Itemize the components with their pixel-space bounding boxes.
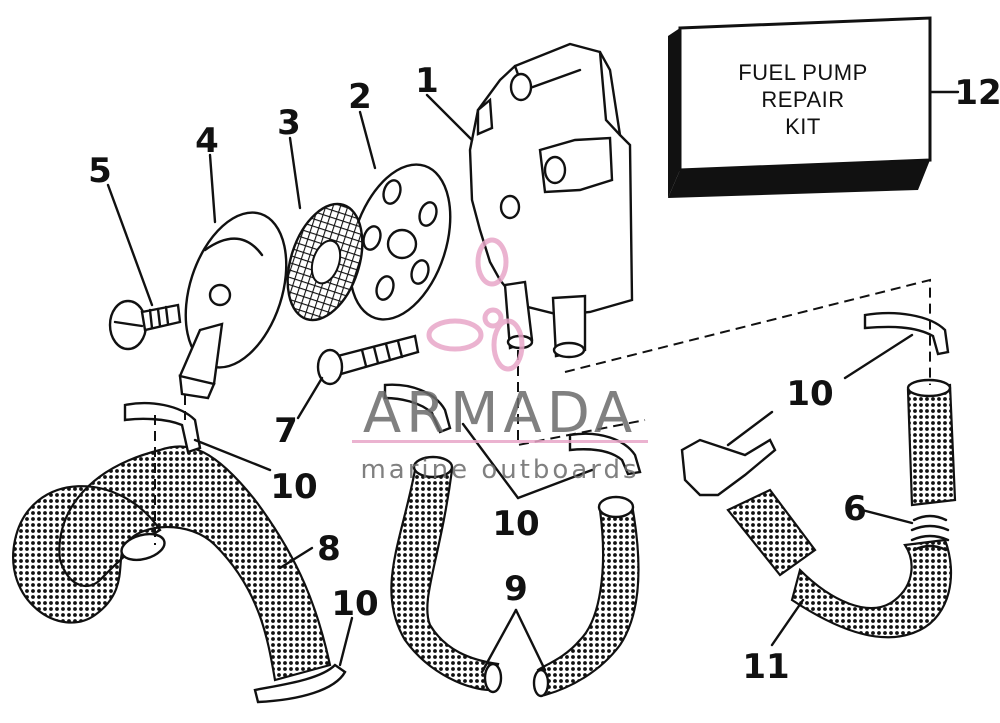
propeller-logo-icon: [426, 237, 525, 372]
part-label-4: 4: [195, 121, 219, 161]
watermark-brand: ARMADA: [363, 381, 637, 446]
kit-label-line3: KIT: [785, 114, 821, 139]
filter-screen: [286, 202, 364, 322]
part-label-11: 11: [742, 647, 789, 687]
part-label-2: 2: [348, 77, 372, 117]
leader-lines: [106, 93, 914, 674]
part-label-10c: 10: [331, 584, 378, 624]
diaphragm-plate: [348, 163, 452, 321]
large-fuel-hose: [12, 445, 332, 682]
part-label-5: 5: [88, 151, 112, 191]
elbow-hose: [726, 488, 953, 639]
filter-cover: [178, 211, 288, 400]
clamp-left: [123, 401, 202, 454]
clamp-bottom: [253, 663, 347, 704]
spring-and-hose: [906, 378, 957, 552]
kit-label-line2: REPAIR: [761, 87, 844, 112]
part-label-1: 1: [415, 61, 439, 101]
kit-label-line1: FUEL PUMP: [738, 60, 868, 85]
screw: [108, 299, 182, 351]
part-label-3: 3: [277, 103, 301, 143]
part-label-6: 6: [843, 489, 867, 529]
pump-body: [468, 42, 634, 359]
part-label-10d: 10: [786, 374, 833, 414]
small-hose-right: [532, 495, 640, 698]
small-hose-left: [390, 455, 503, 694]
part-label-9: 9: [504, 569, 528, 609]
clamp-center-right: [568, 432, 642, 476]
clamp-right-middle: [680, 438, 777, 497]
part-label-8: 8: [317, 529, 341, 569]
repair-kit-box: FUEL PUMP REPAIR KIT: [668, 16, 960, 198]
part-label-7: 7: [274, 411, 298, 451]
armada-watermark: ARMADA marine outboards: [352, 237, 648, 485]
assembly-lines: [154, 278, 931, 545]
clamp-right-upper: [863, 311, 950, 356]
watermark-tagline: marine outboards: [360, 455, 639, 485]
clamp-center-left: [383, 383, 452, 434]
part-label-12: 12: [954, 73, 1000, 113]
part-label-10b: 10: [492, 504, 539, 544]
part-label-10a: 10: [270, 467, 317, 507]
long-screw: [316, 334, 420, 386]
